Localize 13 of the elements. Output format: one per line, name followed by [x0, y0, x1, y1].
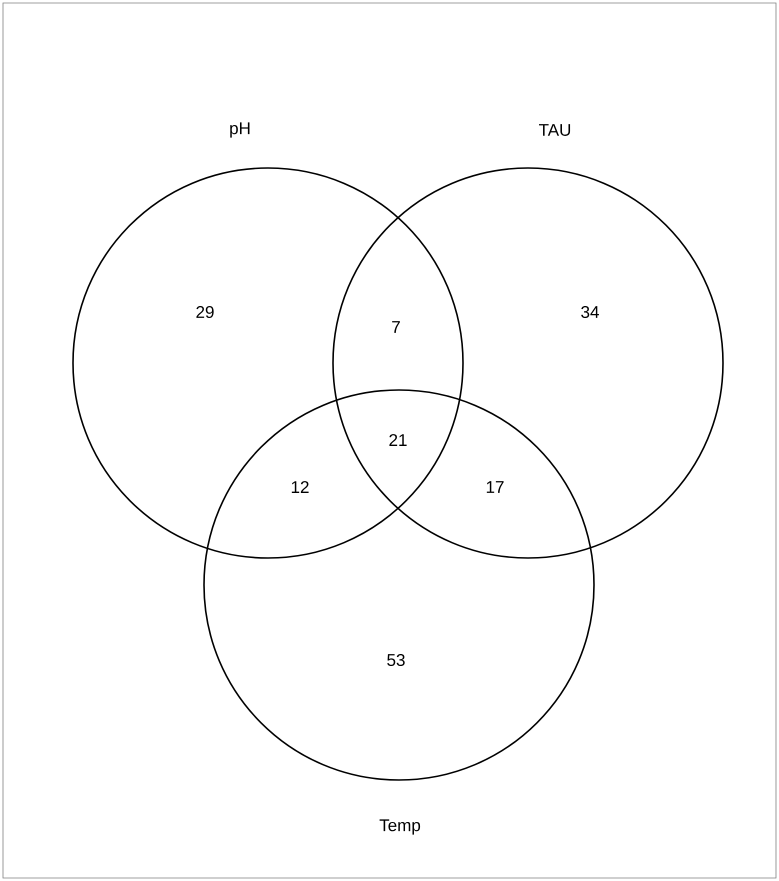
venn-circle — [332, 167, 724, 559]
region-count: 53 — [387, 654, 405, 666]
venn-circle — [203, 389, 595, 781]
venn-circle — [72, 167, 464, 559]
region-count: 21 — [389, 434, 407, 446]
region-count: 34 — [581, 306, 599, 318]
region-count: 29 — [196, 306, 214, 318]
set-label: TAU — [539, 124, 570, 136]
set-label: pH — [230, 122, 250, 138]
region-count: 17 — [486, 481, 504, 493]
set-label: Temp — [380, 819, 420, 835]
region-count: 12 — [292, 481, 309, 493]
region-count: 7 — [392, 321, 400, 333]
